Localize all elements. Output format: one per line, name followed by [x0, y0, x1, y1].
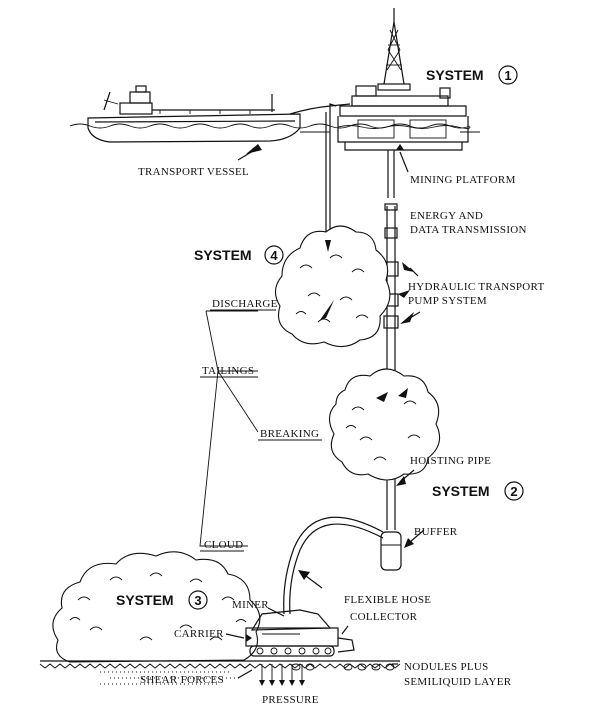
- label-miner: MINER: [232, 599, 269, 611]
- arrow-hydraulic-2: [398, 290, 410, 298]
- system-3-label: SYSTEM 3: [116, 590, 208, 610]
- sea-surface: [69, 123, 480, 133]
- flexible-hose: [283, 516, 384, 615]
- label-transport-vessel: TRANSPORT VESSEL: [138, 166, 249, 178]
- label-energy-line2: DATA TRANSMISSION: [410, 224, 527, 236]
- label-shear-forces: SHEAR FORCES: [140, 674, 224, 686]
- miner-vehicle: [245, 609, 355, 657]
- label-nodules-line2: SEMILIQUID LAYER: [404, 676, 512, 688]
- label-breaking: BREAKING: [260, 428, 319, 440]
- mining-platform: [337, 8, 471, 151]
- label-buffer: BUFFER: [414, 526, 458, 538]
- label-hoisting-pipe: HOISTING PIPE: [410, 455, 491, 467]
- label-energy-line1: ENERGY AND: [410, 210, 483, 222]
- label-pressure: PRESSURE: [262, 694, 319, 706]
- svg-text:SYSTEM: SYSTEM: [432, 483, 490, 499]
- svg-text:2: 2: [510, 484, 517, 499]
- svg-text:SYSTEM: SYSTEM: [116, 592, 174, 608]
- label-hydraulic-line1: HYDRAULIC TRANSPORT: [408, 281, 545, 293]
- arrow-mining-platform: [396, 144, 404, 150]
- discharge-pipe: [325, 103, 337, 250]
- label-nodules-line1: NODULES PLUS: [404, 661, 489, 673]
- svg-text:SYSTEM: SYSTEM: [194, 247, 252, 263]
- svg-text:SYSTEM: SYSTEM: [426, 67, 484, 83]
- system-1-label: SYSTEM 1: [426, 65, 518, 85]
- arrow-flexible-hose: [298, 570, 310, 580]
- arrow-breaking-1: [376, 392, 388, 402]
- label-flexible-hose: FLEXIBLE HOSE: [344, 594, 431, 606]
- label-underlines: [200, 309, 322, 552]
- arrow-transport-vessel: [246, 144, 262, 154]
- hoisting-pipe-riser: [380, 150, 402, 571]
- breaking-cloud-puff: [328, 368, 441, 481]
- arrow-breaking-2: [398, 388, 408, 398]
- arrow-hydraulic-3: [400, 312, 414, 324]
- system-2-label: SYSTEM 2: [432, 481, 524, 501]
- seafloor-sediment-cloud: [52, 551, 261, 663]
- svg-text:1: 1: [504, 68, 511, 83]
- system-4-label: SYSTEM 4: [194, 245, 284, 265]
- arrow-hoisting: [396, 476, 406, 486]
- leader-lines: [199, 310, 259, 547]
- transport-vessel-ship: [87, 85, 351, 143]
- arrows: [225, 144, 425, 679]
- label-hydraulic-line2: PUMP SYSTEM: [408, 295, 487, 307]
- label-mining-platform: MINING PLATFORM: [410, 174, 516, 186]
- svg-text:3: 3: [194, 593, 201, 608]
- label-carrier: CARRIER: [174, 628, 224, 640]
- label-cloud: CLOUD: [204, 539, 243, 551]
- svg-text:4: 4: [270, 248, 278, 263]
- arrow-cloud4: [320, 300, 334, 320]
- label-tailings: TAILINGS: [202, 365, 254, 377]
- arrow-discharge: [325, 240, 331, 252]
- discharge-cloud-puff: [274, 225, 391, 348]
- label-collector: COLLECTOR: [350, 611, 418, 623]
- seafloor: [39, 660, 401, 686]
- arrow-buffer: [404, 538, 414, 548]
- label-discharge: DISCHARGE: [212, 298, 278, 310]
- arrow-carrier: [246, 634, 252, 642]
